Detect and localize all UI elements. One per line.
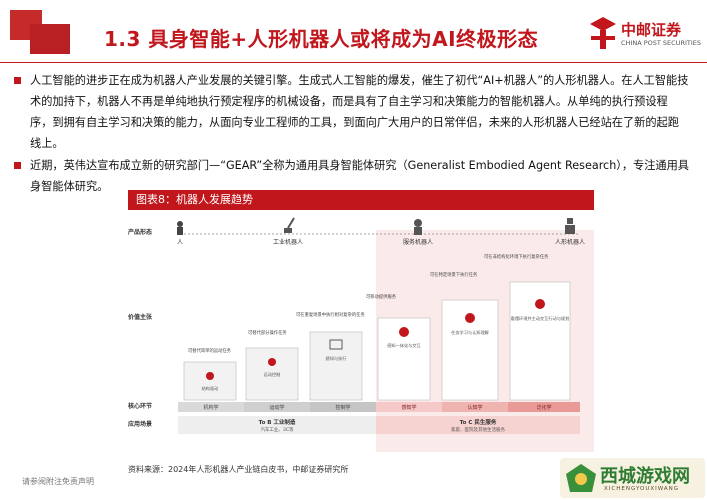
page-title: 1.3 具身智能+人形机器人或将成为AI终极形态 <box>104 27 539 51</box>
paragraph-1-text: 人工智能的进步正在成为机器人产业发展的关键引擎。生成式人工智能的爆发，催生了初代… <box>30 74 689 150</box>
app-right-sub: 家庭、医院及其他生活服务 <box>451 426 505 433</box>
figure: 图表8：机器人发展趋势 产品形态 价值主张 核心环节 应用场景 人 工业机器人 … <box>128 190 594 452</box>
figure-source: 资料来源：2024年人形机器人产业链白皮书，中邮证券研究所 <box>128 465 349 474</box>
core-link-5: 认知学 <box>467 404 482 411</box>
stage-2-box <box>245 347 299 401</box>
logo-mark-icon <box>590 17 616 49</box>
stage-note-4: 感知一体化与交互 <box>387 342 421 349</box>
logo-text-cn: 中邮证券 <box>621 21 682 39</box>
company-logo: 中邮证券 CHINA POST SECURITIES <box>588 16 701 50</box>
core-link-2: 运动学 <box>269 404 284 411</box>
form-label-service: 服务机器人 <box>403 238 433 246</box>
stage-note-3: 感知与执行 <box>326 355 347 362</box>
bullet-icon <box>14 77 21 84</box>
paragraph-2: 近期，英伟达宣布成立新的研究部门—“GEAR”全称为通用具身智能体研究（Gene… <box>14 155 690 197</box>
form-label-industrial: 工业机器人 <box>273 238 303 246</box>
value-prop-3: 可在重复场景中执行相对复杂的任务 <box>296 311 365 318</box>
app-right-band <box>376 416 580 434</box>
bullet-icon <box>14 162 21 169</box>
value-prop-2: 可替代部分操作任务 <box>248 329 287 336</box>
app-left-sub: 汽车工业、3C等 <box>260 426 294 433</box>
app-left-band <box>178 416 376 434</box>
watermark-text-en: XICHENGYOUXIWANG <box>604 486 680 492</box>
robot-icon-humanoid <box>565 218 575 234</box>
value-prop-4: 可移动提供服务 <box>366 293 397 300</box>
stage-note-2: 运动控制 <box>264 371 281 378</box>
core-link-bar <box>178 402 580 412</box>
core-link-3: 控制学 <box>335 404 350 411</box>
stage-5-box <box>441 299 499 401</box>
value-prop-5: 可在特定场景下执行任务 <box>430 271 478 278</box>
robot-icon-human <box>177 221 183 235</box>
header-decoration <box>10 10 70 54</box>
paragraph-1: 人工智能的进步正在成为机器人产业发展的关键引擎。生成式人工智能的爆发，催生了初代… <box>14 70 690 154</box>
row-label-core: 核心环节 <box>128 402 152 410</box>
figure-caption: 图表8：机器人发展趋势 <box>128 190 594 210</box>
logo-text-en: CHINA POST SECURITIES <box>621 39 701 47</box>
row-label-value: 价值主张 <box>128 313 153 321</box>
robot-trend-diagram: 产品形态 价值主张 核心环节 应用场景 人 工业机器人 服务机器人 人形机器人 <box>128 217 594 452</box>
stage-note-1: 结构驱动 <box>202 385 219 392</box>
form-label-human: 人 <box>177 239 183 246</box>
stage-note-6: 看懂环境并主动交互行动与规划 <box>511 315 570 322</box>
app-right-title: To C 民生服务 <box>460 418 497 426</box>
core-link-4: 感知学 <box>401 404 416 411</box>
stage-4-box <box>377 317 431 401</box>
value-prop-6: 可在非结构化环境下执行复杂任务 <box>484 253 549 260</box>
core-link-6: 泛化学 <box>536 404 551 411</box>
header-divider <box>0 62 707 63</box>
stage-1-box <box>183 361 237 401</box>
robot-icon-service <box>414 219 422 235</box>
stage-note-5: 任务学习与认知理解 <box>451 329 489 336</box>
watermark: 西城游戏网 XICHENGYOUXIWANG <box>560 458 705 498</box>
value-prop-1: 可替代简单的运动任务 <box>188 347 232 354</box>
stage-3-box <box>309 331 363 401</box>
row-label-app: 应用场景 <box>128 420 152 428</box>
paragraph-2-text: 近期，英伟达宣布成立新的研究部门—“GEAR”全称为通用具身智能体研究（Gene… <box>30 159 689 193</box>
robot-icon-industrial <box>284 217 295 233</box>
stage-6-box <box>509 281 571 401</box>
disclaimer: 请参阅附注免责声明 <box>22 477 94 486</box>
row-label-form: 产品形态 <box>128 228 152 236</box>
app-left-title: To B 工业制造 <box>259 418 296 426</box>
watermark-text-cn: 西城游戏网 <box>600 466 690 487</box>
watermark-icon <box>566 464 596 492</box>
form-label-humanoid: 人形机器人 <box>555 238 585 246</box>
core-link-1: 机构学 <box>203 404 218 411</box>
